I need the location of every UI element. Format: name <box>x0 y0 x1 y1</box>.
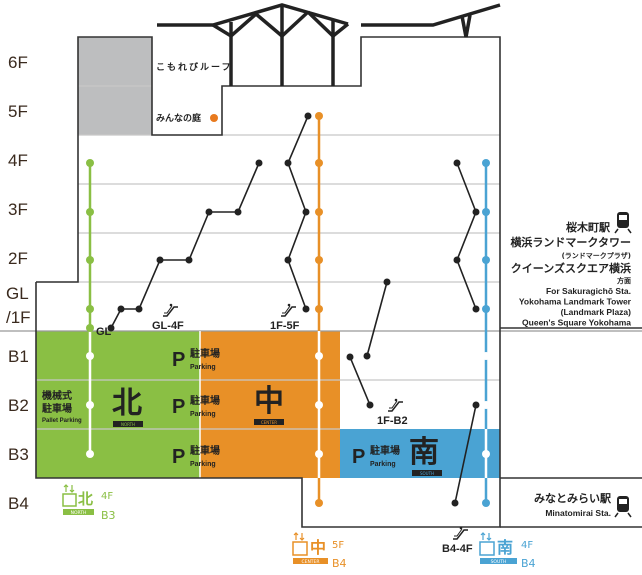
zone-en: CENTER <box>301 559 319 565</box>
landmark-plaza-en: (Landmark Plaza) <box>561 307 632 317</box>
escalator-gl-4f-label: GL-4F <box>152 320 184 332</box>
zone-kanji: 南 <box>497 538 513 557</box>
escalator-stops <box>107 112 480 507</box>
zone-kanji: 中 <box>254 384 284 419</box>
elevator-top-floor: 5F <box>332 540 344 551</box>
floor-label-5f: 5F <box>8 102 28 121</box>
orange-fruit-icon <box>210 114 218 122</box>
station-name-jp: 桜木町駅 <box>566 220 610 234</box>
north-elevator-shaft <box>86 159 94 458</box>
sakuragicho-station-direction: 桜木町駅 横浜ランドマークタワー (ランドマークプラザ) クイーンズスクエア横浜… <box>510 212 632 328</box>
zone-north-mark: 北 NORTH <box>112 386 143 427</box>
floor-label-b2: B2 <box>8 396 29 415</box>
escalator-1f-b2-label: 1F-B2 <box>377 415 408 427</box>
train-icon <box>614 212 632 234</box>
parking-jp-label: 駐車場 <box>190 347 220 360</box>
minatomirai-station-direction: みなとみらい駅 Minatomirai Sta. <box>534 492 632 518</box>
floor-labels: 6F 5F 4F 3F 2F GL /1F B1 B2 B3 B4 <box>6 53 31 513</box>
direction-jp: 方面 <box>617 276 631 285</box>
parking-en-label: Parking <box>370 461 396 468</box>
train-icon <box>614 496 632 518</box>
zone-en: CENTER <box>261 420 277 425</box>
zone-en: SOUTH <box>420 471 434 476</box>
queens-square-en: Queen's Square Yokohama <box>522 318 631 328</box>
parking-labels: P 駐車場 Parking P 駐車場 Parking P 駐車場 Parkin… <box>42 347 400 468</box>
floor-label-3f: 3F <box>8 200 28 219</box>
pallet-parking-jp-2: 駐車場 <box>42 402 72 415</box>
roof-structure <box>157 3 501 86</box>
parking-sign-b1: P 駐車場 Parking <box>172 347 220 371</box>
zone-south-mark: 南 SOUTH <box>409 435 442 476</box>
elevator-bottom-floor: B3 <box>101 509 116 522</box>
elevator-bottom-floor: B4 <box>521 557 536 570</box>
south-elevator-shaft <box>482 159 490 507</box>
parking-en-label: Parking <box>190 364 216 371</box>
center-elevator-legend: 中 CENTER 5F B4 <box>292 532 347 570</box>
zone-kanji: 南 <box>409 435 439 470</box>
escalator-labels: GL GL-4F 1F-5F 1F-B2 B4-4F <box>96 302 473 555</box>
parking-jp-label: 駐車場 <box>370 444 400 457</box>
zone-center-mark: 中 CENTER <box>254 384 284 425</box>
elevator-bottom-floor: B4 <box>332 557 347 570</box>
zone-kanji: 北 <box>112 386 142 421</box>
station-name-en: For Sakuragichō Sta. <box>546 286 631 296</box>
queens-square-jp: クイーンズスクエア横浜 <box>511 261 631 275</box>
escalator-1f-5f-label: 1F-5F <box>270 320 300 332</box>
floor-lines <box>36 85 500 430</box>
floor-label-2f: 2F <box>8 249 28 268</box>
station-name-jp: みなとみらい駅 <box>534 492 611 505</box>
floor-label-b1: B1 <box>8 347 29 366</box>
landmark-tower-en: Yokohama Landmark Tower <box>519 297 632 307</box>
escalator-icon <box>452 525 469 540</box>
landmark-plaza-jp: (ランドマークプラザ) <box>562 251 631 260</box>
zone-kanji: 北 <box>78 490 93 508</box>
zone-en: NORTH <box>71 510 87 516</box>
south-parking-area <box>340 429 500 478</box>
floor-label-b3: B3 <box>8 445 29 464</box>
roof-label: こもれびルーフ <box>156 61 232 73</box>
parking-p-icon: P <box>172 396 185 418</box>
center-elevator-shaft <box>315 112 323 507</box>
north-elevator-legend: 北 NORTH 4F B3 <box>62 484 116 522</box>
up-down-arrows-icon <box>480 532 492 541</box>
zone-en: SOUTH <box>491 559 507 565</box>
south-elevator-legend: 南 SOUTH 4F B4 <box>479 532 536 570</box>
floor-label-6f: 6F <box>8 53 28 72</box>
floor-label-4f: 4F <box>8 151 28 170</box>
up-down-arrows-icon <box>293 532 305 541</box>
parking-p-icon: P <box>172 349 185 371</box>
elevator-icon <box>479 541 495 556</box>
station-name-en: Minatomirai Sta. <box>545 508 611 518</box>
parking-jp-label: 駐車場 <box>190 394 220 407</box>
garden-label: みんなの庭 <box>156 112 202 124</box>
parking-sign-b2: P 駐車場 Parking <box>172 394 220 418</box>
floor-label-gl: GL <box>6 284 29 303</box>
pallet-parking-en: Pallet Parking <box>42 418 82 424</box>
building-outline <box>35 36 642 528</box>
parking-p-icon: P <box>172 446 185 468</box>
parking-en-label: Parking <box>190 461 216 468</box>
escalator-icon <box>387 397 404 412</box>
escalator-gl-label: GL <box>96 326 112 338</box>
zone-kanji: 中 <box>310 538 326 557</box>
escalator-icon <box>280 302 297 317</box>
parking-jp-label: 駐車場 <box>190 444 220 457</box>
floor-label-1f: /1F <box>6 308 31 327</box>
parking-en-label: Parking <box>190 411 216 418</box>
escalator-icon <box>162 302 179 317</box>
parking-p-icon: P <box>352 446 365 468</box>
parking-sign-south: P 駐車場 Parking <box>352 444 400 468</box>
floor-label-b4: B4 <box>8 494 29 513</box>
landmark-tower-jp: 横浜ランドマークタワー <box>510 235 631 249</box>
elevator-top-floor: 4F <box>101 491 113 502</box>
elevator-top-floor: 4F <box>521 540 533 551</box>
zone-en: NORTH <box>121 422 135 427</box>
parking-sign-b3: P 駐車場 Parking <box>172 444 220 468</box>
north-parking-area <box>36 331 200 478</box>
pallet-parking-jp-1: 機械式 <box>42 389 72 402</box>
escalator-b4-4f-label: B4-4F <box>442 543 473 555</box>
up-down-arrows-icon <box>63 484 75 493</box>
elevator-icon <box>292 541 308 556</box>
elevator-icon <box>62 493 77 507</box>
